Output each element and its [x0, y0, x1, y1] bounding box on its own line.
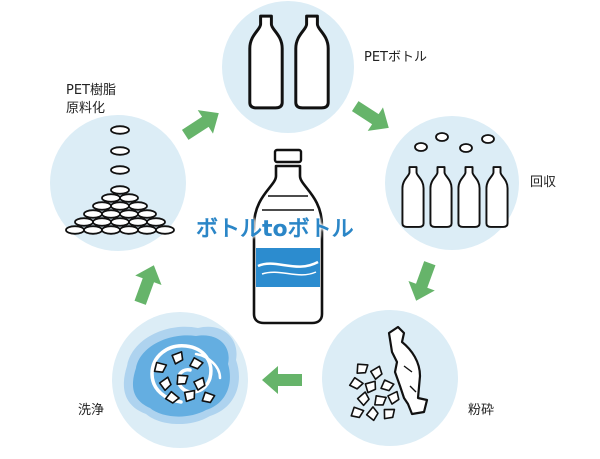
stage-label-line: PETボトル — [364, 50, 427, 65]
crushed-bottle-icon — [387, 325, 429, 416]
arrow-icon — [351, 101, 389, 131]
stage-label-line: PET樹脂 — [66, 83, 116, 98]
stage-label-pet-bottles: PETボトル — [364, 49, 427, 67]
stage-circle-pet-bottles — [222, 1, 354, 133]
bottle-icon — [252, 148, 324, 325]
stage-label-crushing: 粉砕 — [468, 402, 494, 420]
arrow-icon — [181, 110, 219, 140]
stage-label-line: 洗浄 — [78, 403, 105, 418]
diagram-title: ボトルtoボトル — [196, 217, 354, 242]
stage-label-line: 粉砕 — [468, 403, 495, 418]
stage-label-line: 回収 — [530, 175, 557, 190]
stage-label-collection: 回収 — [530, 174, 556, 192]
bottle-cap-icon — [414, 132, 495, 153]
stage-label-resin: PET樹脂 原料化 — [66, 82, 116, 118]
arrow-icon — [262, 366, 302, 394]
stage-label-washing: 洗浄 — [78, 402, 104, 420]
arrow-icon — [408, 261, 436, 301]
stage-label-line: 原料化 — [66, 101, 106, 116]
arrow-icon — [134, 265, 162, 305]
stage-circle-crushing — [322, 310, 458, 446]
